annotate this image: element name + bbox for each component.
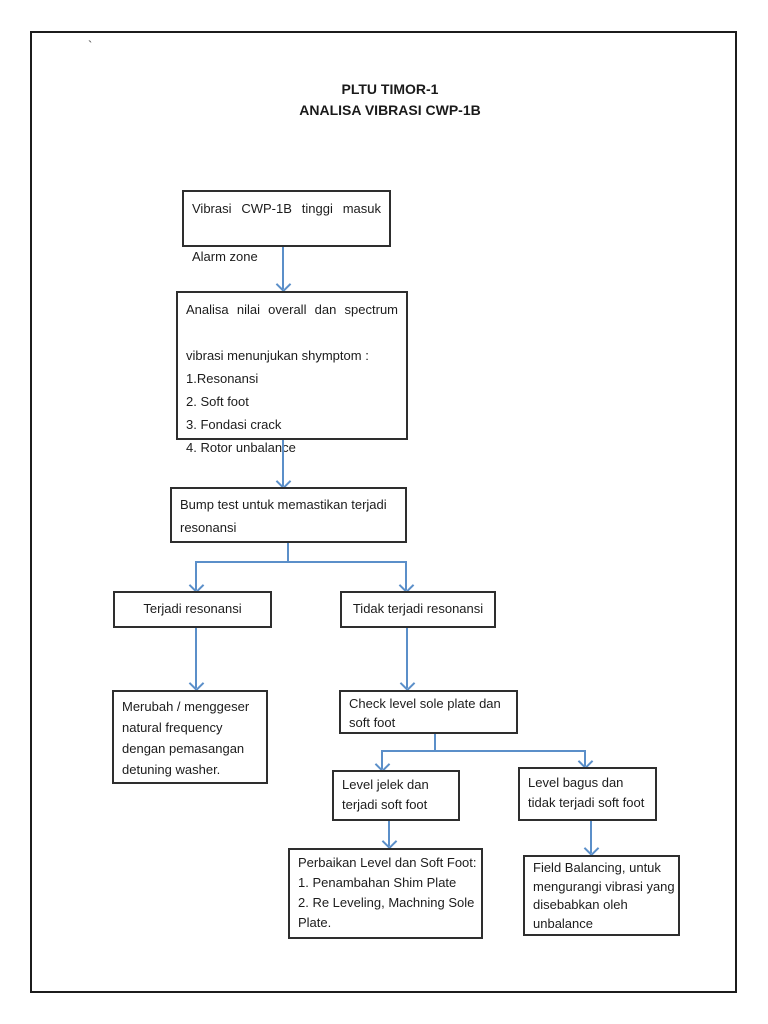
flow-box-level-jelek: Level jelek dan terjadi soft foot (332, 770, 460, 821)
doc-title: PLTU TIMOR-1 ANALISA VIBRASI CWP-1B (32, 79, 748, 121)
text-line: Check level sole plate dan (349, 696, 501, 711)
text-line: mengurangi vibrasi yang (533, 878, 675, 894)
connector-arrow-to-jelek (381, 750, 383, 769)
text-line: Merubah / menggeser (122, 699, 250, 714)
flow-box-level-bagus: Level bagus dan tidak terjadi soft foot (518, 767, 657, 821)
text-line: Terjadi resonansi (143, 601, 242, 616)
flow-box-terjadi-resonansi: Terjadi resonansi (113, 591, 272, 628)
text-line: Vibrasi CWP-1B tinggi masuk (192, 201, 381, 216)
text-line: Analisa nilai overall dan spectrum (186, 302, 398, 317)
text-line: soft foot (349, 715, 396, 730)
text-line: 1. Penambahan Shim Plate (298, 875, 457, 890)
connector-arrow-terjadi-merubah (195, 628, 197, 688)
text-line: Alarm zone (192, 249, 258, 264)
text-line: 4. Rotor unbalance (186, 440, 296, 455)
connector-arrow-bagus-field (590, 821, 592, 853)
connector-stem-check (434, 734, 436, 751)
flow-box-alarm: Vibrasi CWP-1B tinggi masuk Alarm zone (182, 190, 391, 264)
text-line: 2. Re Leveling, Machning Sole (298, 895, 475, 910)
text-line: Perbaikan Level dan Soft Foot: (298, 855, 477, 870)
text-line: Level bagus dan (528, 775, 624, 790)
connector-stem-bump (287, 543, 289, 562)
text-line: 3. Fondasi crack (186, 417, 282, 432)
flow-box-check-level: Check level sole plate dan soft foot (339, 690, 518, 734)
connector-branch-bump (196, 561, 407, 563)
stray-mark: ` (88, 38, 93, 53)
text-line: terjadi soft foot (342, 797, 428, 812)
text-line: Field Balancing, untuk (533, 860, 661, 875)
text-line: natural frequency (122, 720, 223, 735)
text-line: vibrasi menunjukan shymptom : (186, 348, 369, 363)
connector-branch-check (382, 750, 586, 752)
text-line: disebabkan oleh (533, 897, 628, 912)
flow-box-tidak-terjadi-resonansi: Tidak terjadi resonansi (340, 591, 496, 628)
connector-arrow-tidak-check (406, 628, 408, 688)
connector-arrow-to-tidak (405, 561, 407, 590)
connector-arrow-to-terjadi (195, 561, 197, 590)
text-line: 2. Soft foot (186, 394, 249, 409)
text-line: detuning washer. (122, 762, 221, 777)
text-line: Plate. (298, 915, 332, 930)
text-line: tidak terjadi soft foot (528, 795, 645, 810)
text-line: resonansi (180, 520, 237, 535)
connector-arrow-jelek-perbaikan (388, 821, 390, 846)
flow-box-perbaikan: Perbaikan Level dan Soft Foot: 1. Penamb… (288, 848, 483, 939)
text-line: 1.Resonansi (186, 371, 259, 386)
flow-box-analisa: Analisa nilai overall dan spectrum vibra… (176, 291, 408, 455)
text-line: Tidak terjadi resonansi (352, 601, 484, 616)
flow-box-merubah: Merubah / menggeser natural frequency de… (112, 690, 268, 784)
doc-title-line-1: PLTU TIMOR-1 (341, 81, 439, 97)
text-line: unbalance (533, 915, 593, 931)
flow-box-field-balancing: Field Balancing, untuk mengurangi vibras… (523, 855, 680, 936)
text-line: Bump test untuk memastikan terjadi (180, 497, 387, 512)
text-line: dengan pemasangan (122, 741, 245, 756)
text-line: Level jelek dan (342, 777, 429, 792)
connector-arrow-alarm-analisa (282, 247, 284, 289)
doc-title-line-2: ANALISA VIBRASI CWP-1B (299, 102, 481, 118)
connector-arrow-analisa-bump (282, 440, 284, 486)
connector-arrow-to-bagus (584, 750, 586, 766)
flow-box-bump-test: Bump test untuk memastikan terjadi reson… (170, 487, 407, 543)
